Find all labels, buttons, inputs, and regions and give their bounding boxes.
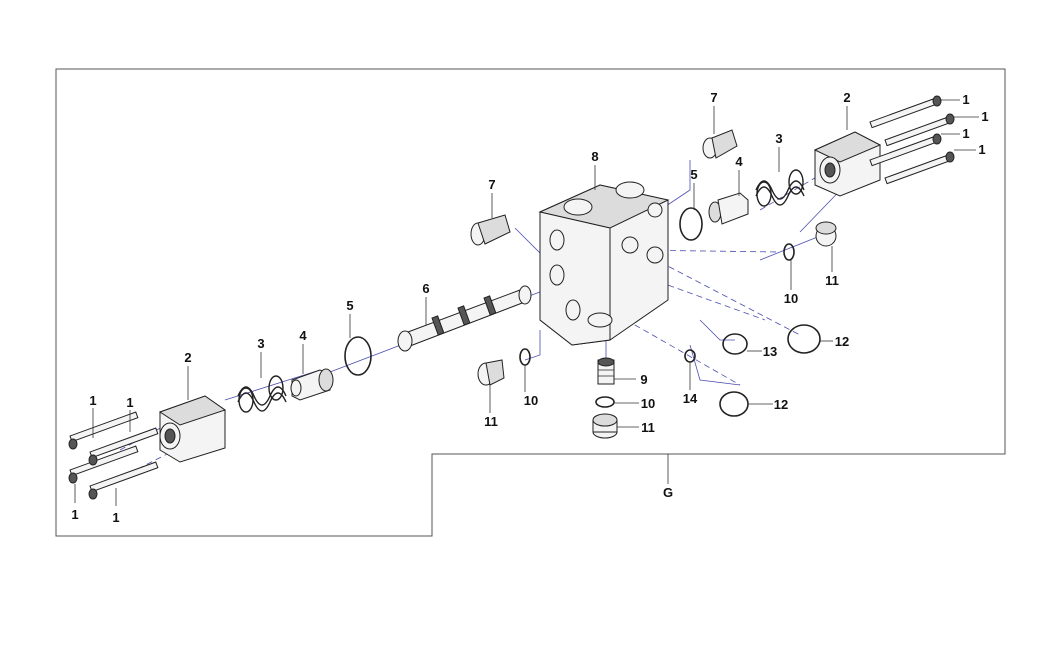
spool — [397, 285, 532, 352]
plug-top — [702, 129, 738, 159]
plug-11-left — [477, 359, 505, 386]
o-ring-right — [679, 207, 703, 241]
o-ring-12-top — [787, 324, 821, 354]
plug-11-bottom — [592, 413, 618, 439]
spring-left — [237, 375, 287, 413]
plug-11-right — [815, 221, 837, 247]
callout-12-bottom: 12 — [774, 397, 788, 412]
callout-1-right-a: 1 — [962, 92, 969, 107]
callout-12-top: 12 — [835, 334, 849, 349]
callout-2-right: 2 — [843, 90, 850, 105]
o-ring-left — [344, 336, 372, 376]
callout-11-right: 11 — [825, 273, 839, 288]
callout-8: 8 — [591, 149, 598, 164]
callout-3-left: 3 — [257, 336, 264, 351]
spring-right — [755, 169, 805, 207]
callout-7-left: 7 — [488, 177, 495, 192]
callout-3-right: 3 — [775, 131, 782, 146]
callout-5-right: 5 — [690, 167, 697, 182]
callout-10-right: 10 — [784, 291, 798, 306]
check-valve — [597, 357, 615, 385]
end-cap-right — [813, 131, 882, 197]
spring-seat-left — [290, 368, 334, 401]
washer-right — [783, 243, 795, 261]
callout-1-right-b: 1 — [981, 109, 988, 124]
callout-10-bottom: 10 — [641, 396, 655, 411]
callout-2-left: 2 — [184, 350, 191, 365]
o-ring-13 — [722, 333, 748, 355]
spring-seat-right — [708, 192, 749, 225]
callout-1-right-d: 1 — [978, 142, 985, 157]
assembly-frame — [55, 68, 1006, 537]
bolt-set-right — [869, 95, 955, 185]
callout-1-left-c: 1 — [71, 507, 78, 522]
callout-1-left-a: 1 — [89, 393, 96, 408]
bolt-set-left — [68, 411, 159, 500]
callout-1-left-b: 1 — [126, 395, 133, 410]
callout-7-top: 7 — [710, 90, 717, 105]
callout-4-right: 4 — [735, 154, 743, 169]
callout-1-right-c: 1 — [962, 126, 969, 141]
callout-14: 14 — [683, 391, 698, 406]
callout-9: 9 — [640, 372, 647, 387]
callout-4-left: 4 — [299, 328, 307, 343]
end-cap-left — [158, 395, 227, 463]
callout-1-left-d: 1 — [112, 510, 119, 525]
callout-6: 6 — [422, 281, 429, 296]
leader-lines — [74, 99, 979, 506]
callout-labels: 1 1 1 1 2 3 4 5 6 8 7 7 4 3 5 2 1 1 1 1 … — [71, 90, 988, 525]
valve-body — [538, 181, 670, 346]
callout-11-bottom: 11 — [641, 420, 655, 435]
callout-10-left: 10 — [524, 393, 538, 408]
washer-bottom — [595, 396, 615, 408]
callout-5-left: 5 — [346, 298, 353, 313]
callout-11-left: 11 — [484, 414, 498, 429]
callout-13: 13 — [763, 344, 777, 359]
assembly-label: G — [663, 485, 673, 500]
o-ring-12-bottom — [719, 391, 749, 417]
plug-left — [470, 214, 511, 246]
washer-left — [519, 348, 531, 366]
